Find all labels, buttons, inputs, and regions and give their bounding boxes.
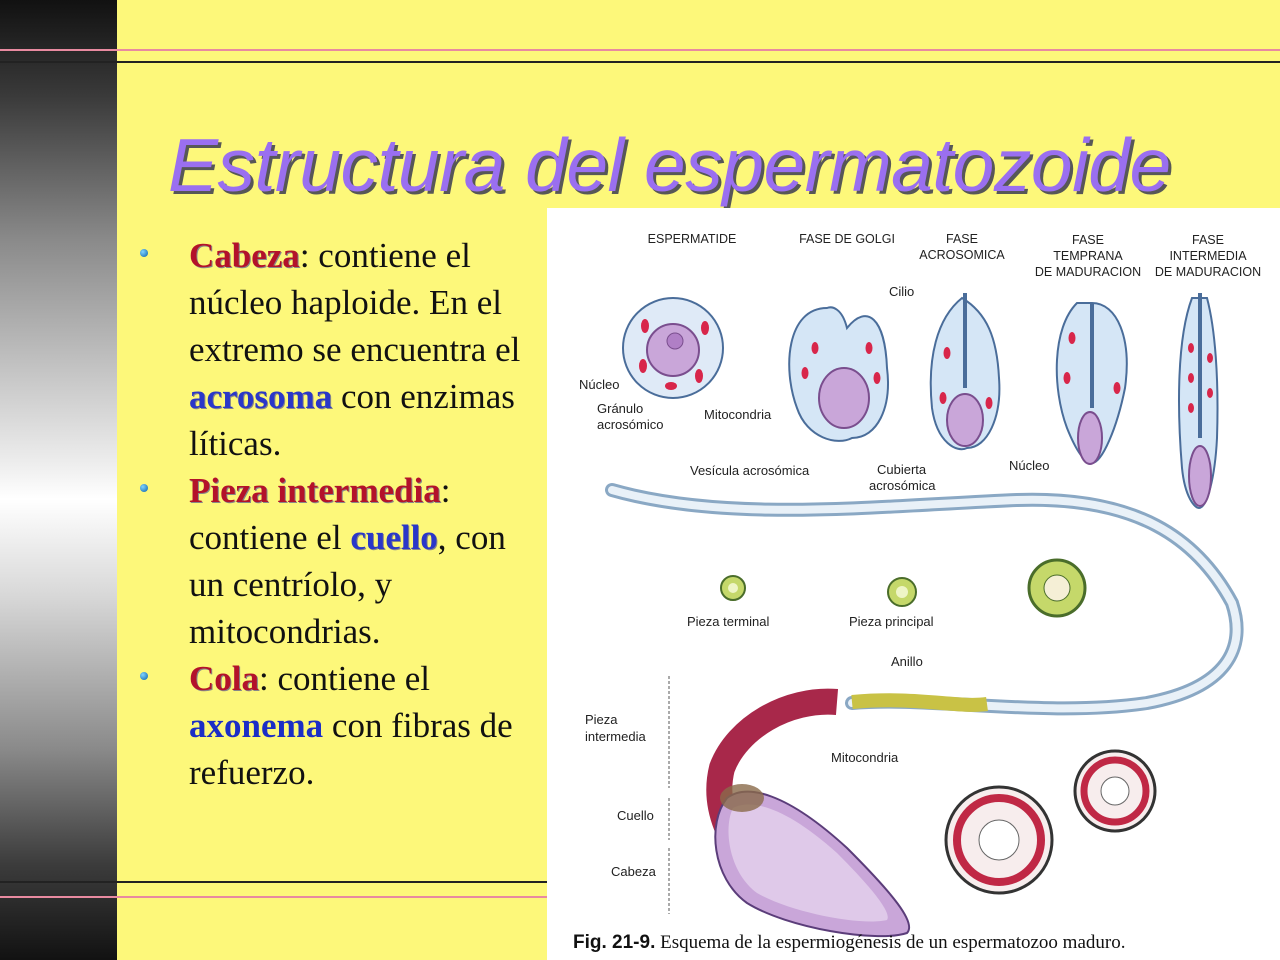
label-granulo-line1: Gránulo (597, 401, 643, 416)
bullet-keyword: cuello (350, 518, 438, 557)
spermiogenesis-diagram: ESPERMATIDE FASE DE GOLGI FASE ACROSOMIC… (579, 232, 1261, 938)
bullet-keyword: Cabeza (189, 236, 300, 275)
cross-section-principal (887, 577, 917, 607)
acrosomal-phase-cell (929, 293, 1001, 451)
bullet-item: Cola: contiene el axonema con fibras de … (140, 655, 540, 796)
label-cuello: Cuello (617, 808, 654, 823)
bullet-item: Cabeza: contiene el núcleo haploide. En … (140, 232, 540, 467)
label-nucleo-right: Núcleo (1009, 458, 1049, 473)
label-vesicula: Vesícula acrosómica (690, 463, 810, 478)
bullet-text: : contiene el (259, 659, 431, 698)
stage-intermedia-line3: DE MADURACION (1155, 265, 1261, 279)
bullet-keyword: acrosoma (189, 377, 333, 416)
top-rule-black (0, 61, 1280, 63)
stage-golgi-label: FASE DE GOLGI (799, 232, 895, 246)
bullet-item: Pieza intermedia: contiene el cuello, co… (140, 467, 540, 655)
label-mitocondria-top: Mitocondria (704, 407, 772, 422)
label-pieza-intermedia-line2: intermedia (585, 729, 646, 744)
label-cubierta-line1: Cubierta (877, 462, 927, 477)
stage-intermedia-line1: FASE (1192, 233, 1224, 247)
bullet-text: con fibras de refuerzo. (189, 706, 513, 792)
figure-caption: Fig. 21-9. Esquema de la espermiogénesis… (573, 932, 1125, 954)
bullet-text: : contiene el núcleo haploide. En el ext… (189, 236, 521, 369)
label-anillo: Anillo (891, 654, 923, 669)
label-cilio: Cilio (889, 284, 914, 299)
stage-acrosomica-line1: FASE (946, 232, 978, 246)
bullet-keyword: Pieza intermedia (189, 471, 441, 510)
stage-intermedia-line2: INTERMEDIA (1169, 249, 1247, 263)
sperm-head (714, 784, 911, 938)
cross-section-midpiece (944, 785, 1054, 895)
slide-title: Estructura del espermatozoide (168, 123, 1171, 207)
bullet-icon (140, 672, 148, 680)
label-cabeza: Cabeza (611, 864, 657, 879)
spermiogenesis-figure: ESPERMATIDE FASE DE GOLGI FASE ACROSOMIC… (547, 208, 1280, 960)
label-pieza-intermedia-line1: Pieza (585, 712, 618, 727)
label-granulo-line2: acrosómico (597, 417, 663, 432)
caption-fig-number: Fig. 21-9. (573, 932, 656, 953)
stage-temprana-line1: FASE (1072, 233, 1104, 247)
cross-section-principal-large (1027, 558, 1087, 618)
stage-acrosomica-line2: ACROSOMICA (919, 248, 1005, 262)
top-rule-pink (0, 49, 1280, 51)
cross-section-neck (1073, 749, 1157, 833)
slide-gradient-sidebar (0, 0, 117, 960)
cross-section-terminal (720, 575, 746, 601)
spermatid-cell (622, 297, 724, 399)
bullet-text: , con un centríolo, y mitocondrias. (189, 518, 506, 651)
bullet-keyword: axonema (189, 706, 324, 745)
stage-temprana-line2: TEMPRANA (1053, 249, 1123, 263)
bullet-icon (140, 484, 148, 492)
golgi-phase-cell (788, 306, 889, 442)
label-pieza-terminal: Pieza terminal (687, 614, 769, 629)
bullet-text: : contiene el (189, 471, 451, 557)
bullet-icon (140, 249, 148, 257)
bullet-text: con enzimas líticas. (189, 377, 515, 463)
label-cubierta-line2: acrosómica (869, 478, 936, 493)
bullet-list: Cabeza: contiene el núcleo haploide. En … (140, 232, 540, 796)
label-mitocondria-bottom: Mitocondria (831, 750, 899, 765)
label-pieza-principal: Pieza principal (849, 614, 934, 629)
caption-text: Esquema de la espermiogénesis de un espe… (655, 932, 1126, 953)
bullet-keyword: Cola (189, 659, 259, 698)
stage-temprana-line3: DE MADURACION (1035, 265, 1141, 279)
stage-espermatide-label: ESPERMATIDE (648, 232, 737, 246)
label-nucleo: Núcleo (579, 377, 619, 392)
early-maturation-cell (1055, 302, 1128, 465)
intermediate-maturation-cell (1178, 293, 1219, 510)
